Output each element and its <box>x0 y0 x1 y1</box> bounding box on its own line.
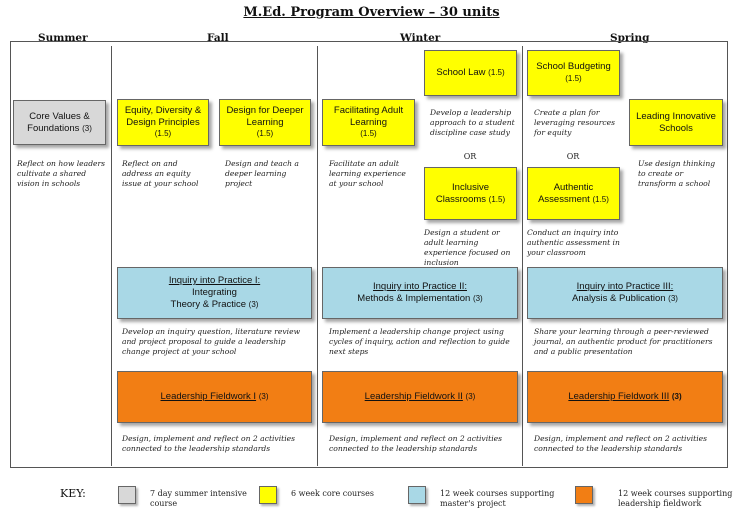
desc-inquiry-2: Implement a leadership change project us… <box>329 327 510 356</box>
or-label-spring: OR <box>566 152 580 161</box>
desc-leading-innovative: Use design thinking to create or transfo… <box>638 159 716 188</box>
divider-summer-fall <box>111 46 112 466</box>
course-inquiry-2: Inquiry into Practice II:Methods & Imple… <box>322 267 518 319</box>
course-adult-learning: Facilitating Adult Learning(1.5) <box>322 99 415 146</box>
desc-inquiry-3: Share your learning through a peer-revie… <box>534 327 713 356</box>
key-swatch-orange <box>575 486 593 504</box>
course-fieldwork-1: Leadership Fieldwork I (3) <box>117 371 312 423</box>
desc-school-budgeting: Create a plan for leveraging resources f… <box>534 108 616 137</box>
course-leading-innovative: Leading Innovative Schools <box>629 99 723 146</box>
key-text-masters: 12 week courses supporting master's proj… <box>440 489 555 508</box>
course-school-budgeting: School Budgeting(1.5) <box>527 50 620 96</box>
course-deeper-learning: Design for Deeper Learning(1.5) <box>219 99 311 146</box>
key-label: KEY: <box>60 487 86 500</box>
key-swatch-blue <box>408 486 426 504</box>
key-swatch-yellow <box>259 486 277 504</box>
desc-authentic-assessment: Conduct an inquiry into authentic assess… <box>527 228 620 257</box>
desc-adult-learning: Facilitate an adult learning experience … <box>329 159 406 188</box>
desc-deeper-learning: Design and teach a deeper learning proje… <box>225 159 299 188</box>
course-equity: Equity, Diversity & Design Principles (1… <box>117 99 209 146</box>
desc-fieldwork-3: Design, implement and reflect on 2 activ… <box>534 434 708 453</box>
program-frame <box>10 41 728 468</box>
divider-fall-winter <box>317 46 318 466</box>
desc-inclusive-classrooms: Design a student or adult learning exper… <box>424 228 511 267</box>
key-text-fieldwork: 12 week courses supporting leadership fi… <box>618 489 733 508</box>
course-inclusive-classrooms: Inclusive Classrooms (1.5) <box>424 167 517 220</box>
key-text-core: 6 week core courses <box>291 489 374 498</box>
desc-core-values: Reflect on how leaders cultivate a share… <box>17 159 106 188</box>
course-school-law: School Law (1.5) <box>424 50 517 96</box>
course-fieldwork-2: Leadership Fieldwork II (3) <box>322 371 518 423</box>
page-title: M.Ed. Program Overview – 30 units <box>243 5 500 20</box>
desc-equity: Reflect on and address an equity issue a… <box>122 159 199 188</box>
desc-fieldwork-2: Design, implement and reflect on 2 activ… <box>329 434 503 453</box>
or-label-winter: OR <box>463 152 477 161</box>
desc-inquiry-1: Develop an inquiry question, literature … <box>122 327 301 356</box>
course-authentic-assessment: Authentic Assessment (1.5) <box>527 167 620 220</box>
course-core-values: Core Values & Foundations (3) <box>13 100 106 145</box>
course-inquiry-3: Inquiry into Practice III:Analysis & Pub… <box>527 267 723 319</box>
key-text-summer: 7 day summer intensive course <box>150 489 247 508</box>
divider-winter-spring <box>522 46 523 466</box>
course-fieldwork-3: Leadership Fieldwork III (3) <box>527 371 723 423</box>
desc-school-law: Develop a leadership approach to a stude… <box>430 108 515 137</box>
key-swatch-gray <box>118 486 136 504</box>
desc-fieldwork-1: Design, implement and reflect on 2 activ… <box>122 434 296 453</box>
